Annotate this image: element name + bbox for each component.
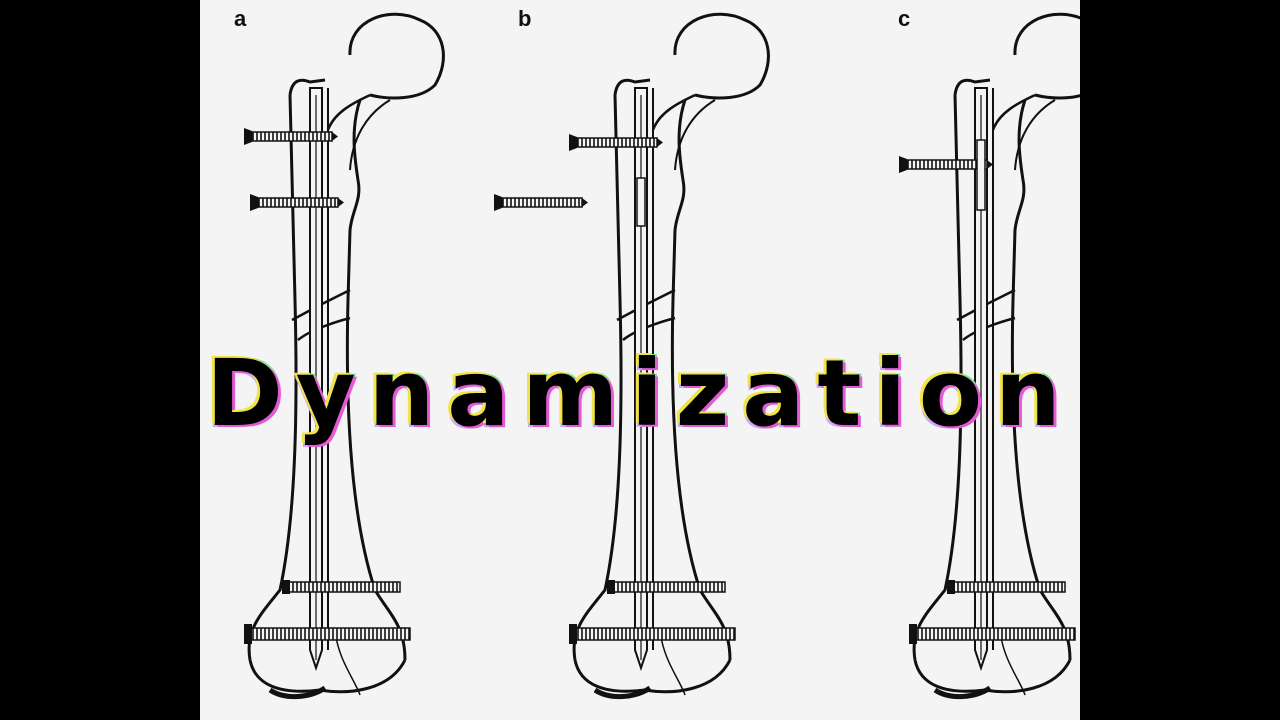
diagram-frame: a b c Dynamization xyxy=(200,0,1080,720)
panel-label-a: a xyxy=(234,6,247,31)
panel-label-b: b xyxy=(518,6,532,31)
femur-nail-drawing xyxy=(200,0,1080,720)
panel-c-femur xyxy=(898,14,1080,696)
panel-b-femur xyxy=(569,14,768,696)
panel-label-c: c xyxy=(898,6,911,31)
removed-screw xyxy=(493,193,589,212)
overlay-title: Dynamization xyxy=(206,340,1074,447)
